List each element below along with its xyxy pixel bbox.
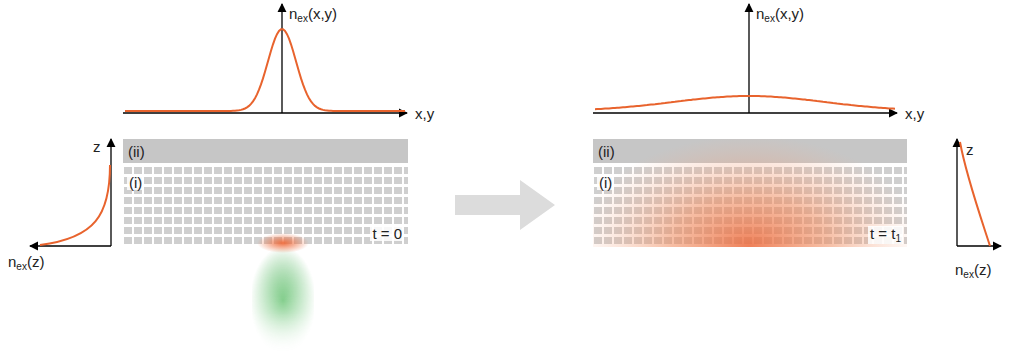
lattice [123,166,408,246]
time-arrow [455,180,555,230]
axis [593,112,897,113]
axis [281,4,282,113]
depth-profile [960,142,990,246]
axis-label: nex(z) [955,262,991,280]
excitation-spot [257,233,309,253]
lattice-region: (i) [123,166,408,246]
axis [957,245,1001,246]
depth-profile [40,165,110,245]
axis-label: nex(x,y) [289,6,337,24]
layer-band: (ii) [593,139,907,163]
laser-beam [252,247,314,354]
axis [123,112,407,113]
axis-label: z [93,139,101,154]
axis-label: x,y [905,106,924,121]
layer-label: (ii) [128,144,145,159]
layer-label: (i) [597,175,614,190]
axis [956,139,957,246]
axis [110,139,111,246]
time-label: t = t1 [868,226,903,244]
gaussian-curve [125,29,405,111]
axis-label: nex(z) [8,254,44,272]
layer-label: (ii) [598,144,615,159]
layer-ii [123,139,408,163]
axis-label: z [966,142,974,157]
layer-band: (ii) [123,139,408,163]
axis-label: nex(x,y) [756,6,804,24]
lattice-region: (i) [593,166,907,246]
axis-label: x,y [415,106,434,121]
time-label: t = 0 [370,226,404,241]
gaussian-curve [595,96,895,109]
layer-label: (i) [127,175,144,190]
diffused-excitons [593,139,907,247]
